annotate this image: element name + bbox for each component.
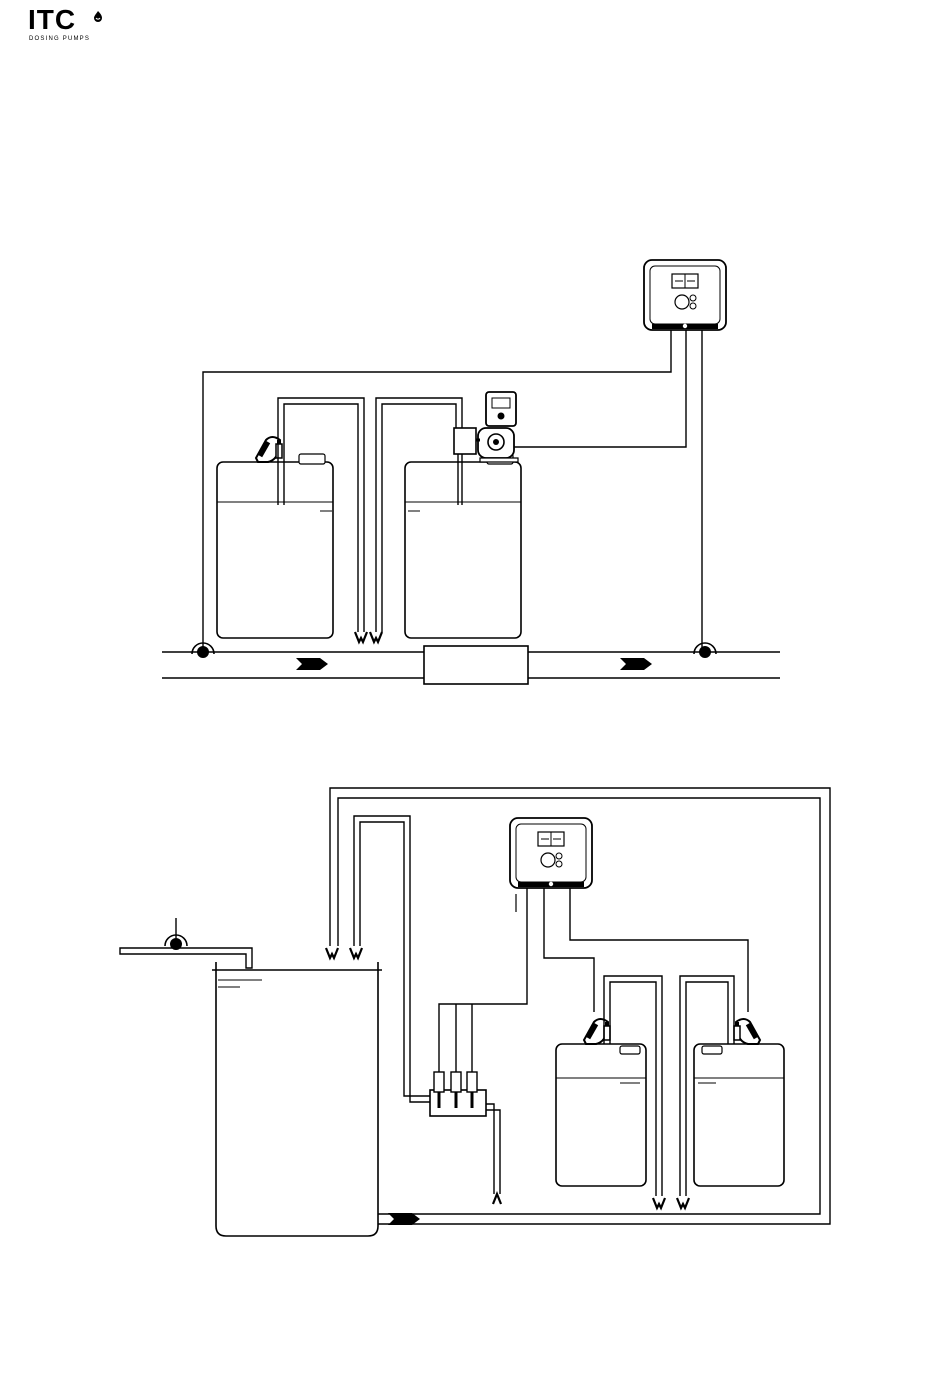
pump-cable-right [570,888,748,1012]
return-flow-arrow [388,1213,420,1225]
return-nozzle-right [677,1198,689,1208]
probe-holder [430,1072,486,1116]
probe-cable [439,888,527,1072]
chemical-tank-right [405,454,521,638]
controller-unit [644,260,726,330]
return-nozzle-left [653,1198,665,1208]
dosing-pump-left-bottom [584,1019,610,1044]
pump-cable-left [544,888,594,1012]
bottom-diagram [120,788,830,1236]
pool-nozzle-left [326,948,338,958]
flow-arrow-left [296,658,328,670]
top-diagram [162,260,780,684]
chemical-tank-left [217,454,333,638]
signal-cable-pump [510,330,686,447]
chemical-tank-right-bottom [694,1044,784,1186]
sensor-probe-right [694,643,716,658]
dosing-pump-right-bottom [734,1019,760,1044]
injection-nozzle-right [370,632,382,642]
pool-nozzle-right [350,948,362,958]
chemical-tank-left-bottom [556,1044,646,1186]
flow-arrow-right [620,658,652,670]
drain-nozzle [493,1194,501,1204]
injection-nozzle-left [355,632,367,642]
dosing-pump-right [454,392,518,462]
pool-tank [216,962,378,1236]
controller-unit-bottom [510,818,592,888]
treatment-unit-box [424,646,528,684]
